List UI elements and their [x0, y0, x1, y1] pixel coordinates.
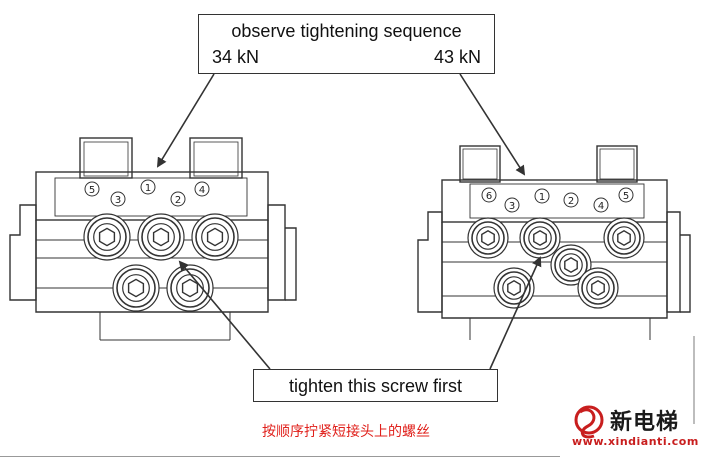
- right-screw-5: [493, 267, 535, 309]
- svg-text:2: 2: [175, 195, 181, 206]
- right-seq-marker-2: 2: [563, 192, 579, 208]
- left-torque-value: 34 kN: [212, 47, 260, 67]
- right-torque-value: 43 kN: [433, 47, 481, 67]
- left-screws: [83, 213, 239, 312]
- left-sequence-markers: 5 3 1 2 4: [84, 179, 210, 207]
- right-screws: [467, 217, 645, 309]
- right-screw-1: [467, 217, 509, 259]
- svg-text:2: 2: [568, 196, 574, 207]
- svg-text:3: 3: [115, 195, 121, 206]
- arrow-to-right-housing: [459, 73, 526, 176]
- right-screw-4: [550, 244, 592, 286]
- right-seq-marker-4: 4: [593, 197, 609, 213]
- left-seq-marker-5: 5: [84, 181, 100, 197]
- right-seq-marker-3: 3: [504, 197, 520, 213]
- svg-text:3: 3: [509, 201, 515, 212]
- left-seq-marker-2: 2: [170, 191, 186, 207]
- right-seq-marker-6: 6: [481, 187, 497, 203]
- svg-text:5: 5: [89, 185, 95, 196]
- bottom-rule: [0, 456, 560, 457]
- right-sequence-markers: 6 3 1 2 4 5: [481, 187, 634, 213]
- left-seq-marker-1: 1: [140, 179, 156, 195]
- right-seq-marker-5: 5: [618, 187, 634, 203]
- first-screw-label: tighten this screw first: [288, 376, 463, 396]
- left-screw-3: [191, 213, 239, 261]
- left-screw-1: [83, 213, 131, 261]
- svg-text:5: 5: [623, 191, 629, 202]
- arrow-to-right-first-screw: [489, 256, 542, 370]
- watermark-logo: 新电梯 www.xindianti.com: [566, 402, 702, 454]
- right-screw-6: [577, 267, 619, 309]
- svg-text:6: 6: [486, 191, 492, 202]
- svg-text:1: 1: [145, 183, 151, 194]
- left-seq-marker-3: 3: [110, 191, 126, 207]
- chinese-caption: 按顺序拧紧短接头上的螺丝: [262, 424, 430, 440]
- right-seq-marker-1: 1: [534, 188, 550, 204]
- left-seq-marker-4: 4: [194, 181, 210, 197]
- first-screw-callout: tighten this screw first: [253, 369, 498, 402]
- logo-url: www.xindianti.com: [572, 435, 699, 448]
- tightening-sequence-label: observe tightening sequence: [231, 21, 462, 41]
- right-screw-2: [519, 217, 561, 259]
- svg-text:4: 4: [199, 185, 205, 196]
- logo-mark-icon: [574, 405, 604, 439]
- leader-lines: [156, 73, 542, 370]
- left-screw-4: [112, 264, 160, 312]
- right-screw-3: [603, 217, 645, 259]
- arrow-to-left-first-screw: [178, 260, 271, 370]
- svg-text:1: 1: [539, 192, 545, 203]
- arrow-to-left-housing: [156, 73, 215, 168]
- right-edge-rule: [693, 336, 695, 424]
- left-screw-5: [166, 264, 214, 312]
- left-screw-2: [137, 213, 185, 261]
- logo-brand: 新电梯: [610, 410, 680, 435]
- tightening-sequence-callout: observe tightening sequence 34 kN 43 kN: [198, 14, 495, 74]
- svg-text:4: 4: [598, 201, 604, 212]
